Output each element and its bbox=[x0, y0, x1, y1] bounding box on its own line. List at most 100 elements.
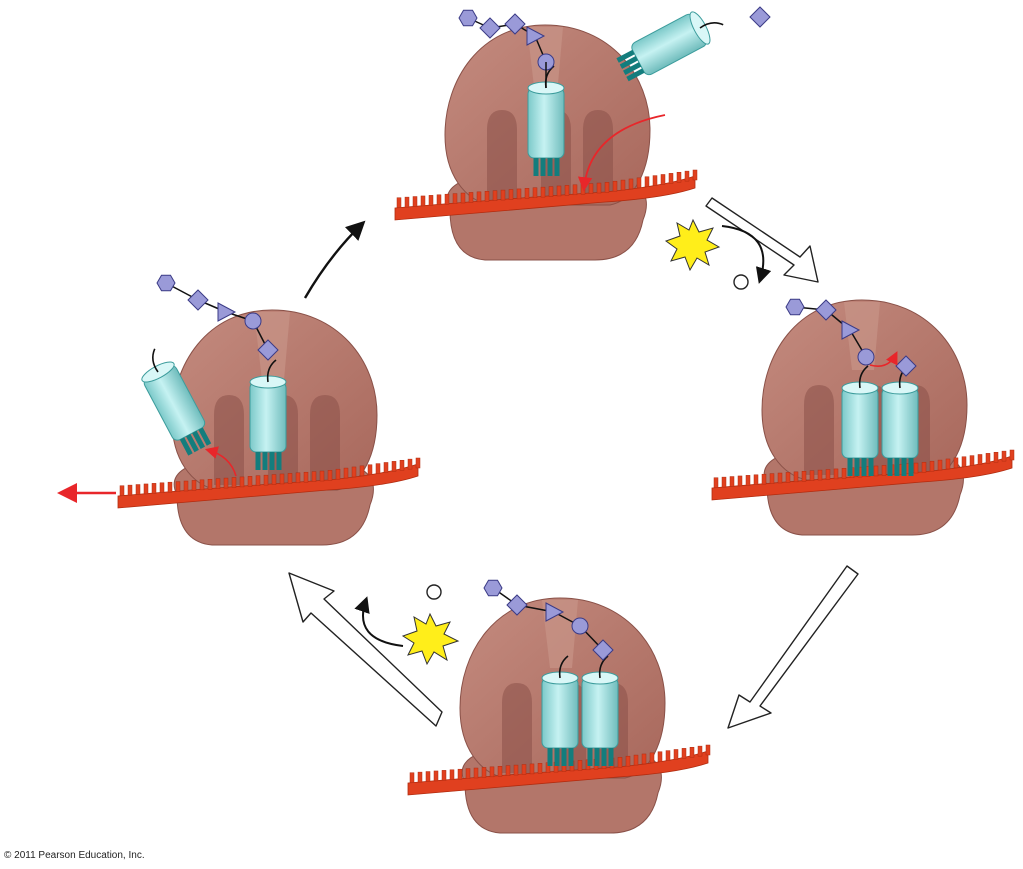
codon-base bbox=[801, 471, 807, 482]
codon-base bbox=[929, 460, 935, 472]
anticodon-base bbox=[616, 49, 635, 63]
codon-base bbox=[375, 463, 381, 474]
codon-base bbox=[628, 178, 634, 190]
codon-base bbox=[524, 188, 530, 199]
codon-base bbox=[497, 766, 503, 777]
codon-base bbox=[351, 466, 357, 478]
codon-base bbox=[625, 755, 631, 767]
codon-base bbox=[785, 472, 791, 483]
codon-base bbox=[873, 465, 879, 477]
codon-base bbox=[668, 173, 674, 184]
codon-base bbox=[729, 476, 735, 487]
anticodon-base bbox=[608, 748, 614, 766]
anticodon-base bbox=[547, 158, 553, 176]
codon-base bbox=[993, 451, 999, 463]
codon-base bbox=[953, 457, 959, 469]
codon-base bbox=[665, 750, 671, 761]
anticodon-base bbox=[601, 748, 607, 766]
codon-base bbox=[367, 464, 373, 475]
ribosome-stage-right bbox=[711, 298, 1015, 536]
amino-acid-diamond bbox=[479, 17, 501, 39]
anticodon-base bbox=[255, 452, 261, 470]
black-curved-arrow bbox=[354, 596, 404, 647]
codon-base bbox=[556, 185, 562, 197]
amino-acid-diamond bbox=[257, 339, 279, 361]
codon-base bbox=[620, 179, 626, 191]
anticodon-base bbox=[533, 158, 539, 176]
codon-base bbox=[529, 763, 535, 775]
copyright-notice: © 2011 Pearson Education, Inc. bbox=[4, 850, 145, 861]
codon-base bbox=[841, 468, 847, 479]
codon-base bbox=[572, 184, 578, 196]
peptide-transfer-arrow bbox=[869, 351, 898, 367]
codon-base bbox=[660, 174, 666, 185]
hollow-step-arrow-top-to-right bbox=[705, 197, 819, 283]
trna-body bbox=[841, 387, 879, 459]
anticodon-base bbox=[587, 748, 593, 766]
small-open-circle-icon bbox=[733, 274, 749, 290]
energy-bottom-left bbox=[354, 584, 460, 666]
trna-body bbox=[581, 677, 619, 749]
trna-acceptor-stem bbox=[266, 359, 277, 383]
codon-base bbox=[500, 189, 506, 201]
anticodon-base bbox=[554, 158, 560, 176]
codon-base bbox=[489, 766, 495, 778]
codon-base bbox=[721, 476, 727, 488]
codon-base bbox=[151, 483, 157, 494]
amino-acid-diamond bbox=[187, 289, 209, 311]
codon-base bbox=[399, 459, 405, 471]
mrna-strand bbox=[394, 169, 698, 221]
trna-acceptor-stem bbox=[858, 365, 869, 389]
black-curved-arrow bbox=[721, 225, 772, 284]
codon-base bbox=[588, 183, 594, 194]
small-open-circle-icon bbox=[426, 584, 442, 600]
amino-acid-hexagon bbox=[483, 579, 503, 597]
codon-base bbox=[396, 197, 402, 208]
codon-base bbox=[484, 191, 490, 202]
codon-base bbox=[777, 472, 783, 484]
codon-base bbox=[127, 484, 133, 496]
trna-p-site bbox=[541, 655, 579, 766]
codon-base bbox=[383, 462, 389, 473]
trna-body bbox=[541, 677, 579, 749]
codon-base bbox=[476, 191, 482, 203]
red-entry-arrow bbox=[577, 114, 666, 192]
codon-base bbox=[713, 477, 719, 488]
anticodon-base bbox=[198, 427, 212, 446]
codon-base bbox=[473, 767, 479, 779]
codon-base bbox=[641, 753, 647, 765]
codon-base bbox=[175, 481, 181, 492]
trna-p-site bbox=[527, 65, 565, 176]
codon-base bbox=[404, 196, 410, 208]
yellow-starburst-icon bbox=[664, 218, 721, 272]
amino-acid-circle bbox=[857, 348, 875, 366]
cycle-arrows bbox=[288, 197, 859, 729]
codon-base bbox=[319, 470, 325, 482]
codon-base bbox=[969, 455, 975, 466]
codon-base bbox=[457, 768, 463, 780]
codon-base bbox=[985, 453, 991, 464]
amino-acid-diamond-a-site bbox=[895, 355, 917, 377]
codon-base bbox=[279, 473, 285, 485]
codon-base bbox=[769, 473, 775, 484]
codon-base bbox=[167, 481, 173, 493]
anticodon-base bbox=[269, 452, 275, 470]
codon-base bbox=[961, 456, 967, 467]
codon-base bbox=[673, 749, 679, 760]
codon-base bbox=[465, 768, 471, 779]
codon-base bbox=[977, 454, 983, 465]
codon-base bbox=[436, 194, 442, 206]
anticodon-base bbox=[192, 430, 206, 449]
codon-base bbox=[684, 170, 690, 182]
anticodon-base bbox=[276, 452, 282, 470]
anticodon-base bbox=[262, 452, 268, 470]
anticodon-base bbox=[554, 748, 560, 766]
codon-base bbox=[793, 471, 799, 483]
codon-base bbox=[183, 480, 189, 492]
codon-base bbox=[492, 190, 498, 201]
codon-base bbox=[505, 765, 511, 776]
amino-acid-diamond bbox=[592, 639, 614, 661]
e-site-pocket bbox=[502, 683, 532, 773]
codon-base bbox=[441, 770, 447, 781]
polypeptide-chain bbox=[785, 298, 875, 366]
